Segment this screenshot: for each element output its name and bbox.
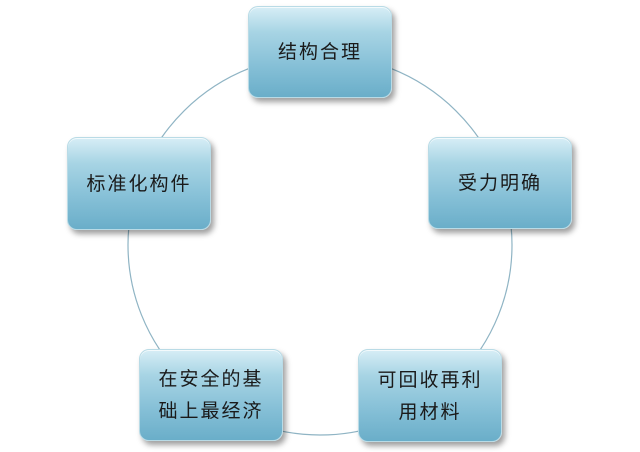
- node-clear-force: 受力明确: [428, 137, 572, 229]
- node-label-line1: 可回收再利: [377, 368, 483, 391]
- node-label: 受力明确: [457, 172, 542, 194]
- node-label: 标准化构件: [86, 172, 192, 195]
- node-standard-components: 标准化构件: [67, 137, 211, 230]
- node-structure-reasonable: 结构合理: [248, 6, 392, 98]
- node-label: 结构合理: [277, 41, 362, 63]
- node-label-line1: 在安全的基: [158, 368, 264, 390]
- node-recyclable-materials: 可回收再利 用材料: [358, 349, 502, 442]
- node-label-line2: 用材料: [398, 400, 462, 423]
- node-safe-economical: 在安全的基 础上最经济: [139, 349, 283, 441]
- node-label-line2: 础上最经济: [158, 400, 264, 422]
